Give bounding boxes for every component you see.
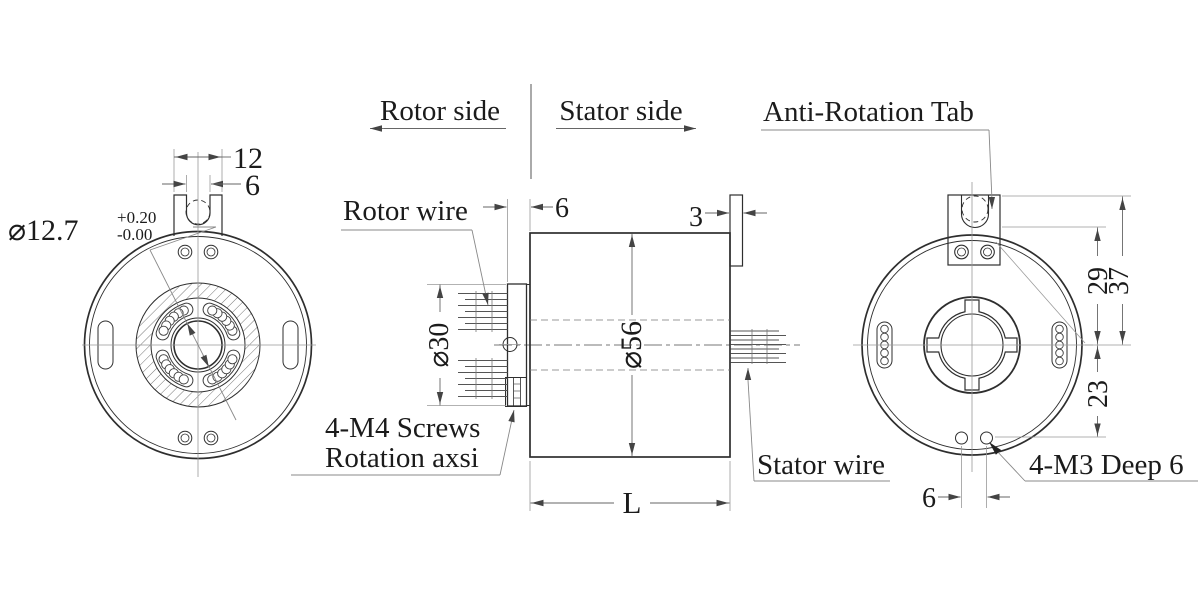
dim-6-flange-text: 6	[555, 193, 569, 224]
bore-dia-text: ⌀12.7	[8, 214, 79, 247]
connector-pin-hole	[881, 325, 889, 333]
rotor-face-view: 12 6 ⌀12.7 +0.20 -0.00	[8, 142, 316, 477]
bore-dimension-label: ⌀12.7 +0.20 -0.00	[8, 208, 236, 420]
bore-tol-lower: -0.00	[117, 225, 152, 244]
wire-hole	[208, 306, 217, 315]
dim-heights: 37 29 23	[995, 196, 1135, 437]
tab-pin-hidden-circle-rear	[962, 196, 988, 222]
connector-pin-hole	[881, 333, 889, 341]
dim-tab-width: 12 6	[162, 142, 263, 202]
m3-callout: 4-M3 Deep 6	[989, 442, 1198, 481]
m4-screw-section	[506, 378, 527, 407]
dim-L-text: L	[623, 485, 642, 520]
reference-diagonal	[996, 242, 1085, 343]
dim-flange-gap: 6	[483, 193, 569, 282]
wire-hole	[159, 326, 168, 335]
connector-pin-hole	[1056, 333, 1064, 341]
dim-23-text: 23	[1083, 380, 1114, 408]
wire-hole	[228, 355, 237, 364]
dim-3-text: 3	[689, 202, 703, 233]
dim-dia30-text: ⌀30	[424, 323, 455, 368]
m4-screws-label: 4-M4 Screws	[325, 412, 480, 444]
m3-screw-holes	[956, 432, 993, 444]
section-view: Rotor side Stator side 6 3	[291, 84, 890, 520]
dim-6-holes-text: 6	[922, 483, 936, 514]
dim-29-text: 29	[1083, 267, 1114, 295]
dim-body-diameter: ⌀56	[615, 234, 648, 457]
wire-hole	[179, 375, 188, 384]
rotor-side-label: Rotor side	[380, 95, 500, 127]
anti-rotation-tab-callout: Anti-Rotation Tab	[761, 96, 992, 209]
m4-screws-callout: 4-M4 Screws Rotation axsi	[291, 410, 514, 475]
rotation-axis-label: Rotation axsi	[325, 442, 479, 474]
connector-pin-hole	[881, 349, 889, 357]
connector-pin-hole	[1056, 349, 1064, 357]
stator-side-label: Stator side	[559, 95, 682, 127]
stator-wire-label: Stator wire	[757, 449, 885, 481]
rotor-wire-callout: Rotor wire	[341, 195, 488, 305]
connector-pin-hole	[1056, 325, 1064, 333]
dim-hole-spacing: 6	[922, 446, 1010, 514]
anti-rotation-tab-section	[730, 195, 743, 266]
dim-tab-thickness: 3	[689, 202, 767, 233]
rotor-wire-label: Rotor wire	[343, 195, 468, 227]
connector-pin-hole	[1056, 357, 1064, 365]
dim-flange-diameter: ⌀30	[424, 285, 506, 406]
dim-dia56-text: ⌀56	[615, 321, 648, 369]
connector-pin-hole	[881, 357, 889, 365]
anti-rotation-tab-label: Anti-Rotation Tab	[763, 96, 974, 128]
dim-body-length: L	[530, 461, 730, 520]
dim-6-slot-text: 6	[245, 169, 260, 202]
m3-label: 4-M3 Deep 6	[1029, 449, 1184, 481]
